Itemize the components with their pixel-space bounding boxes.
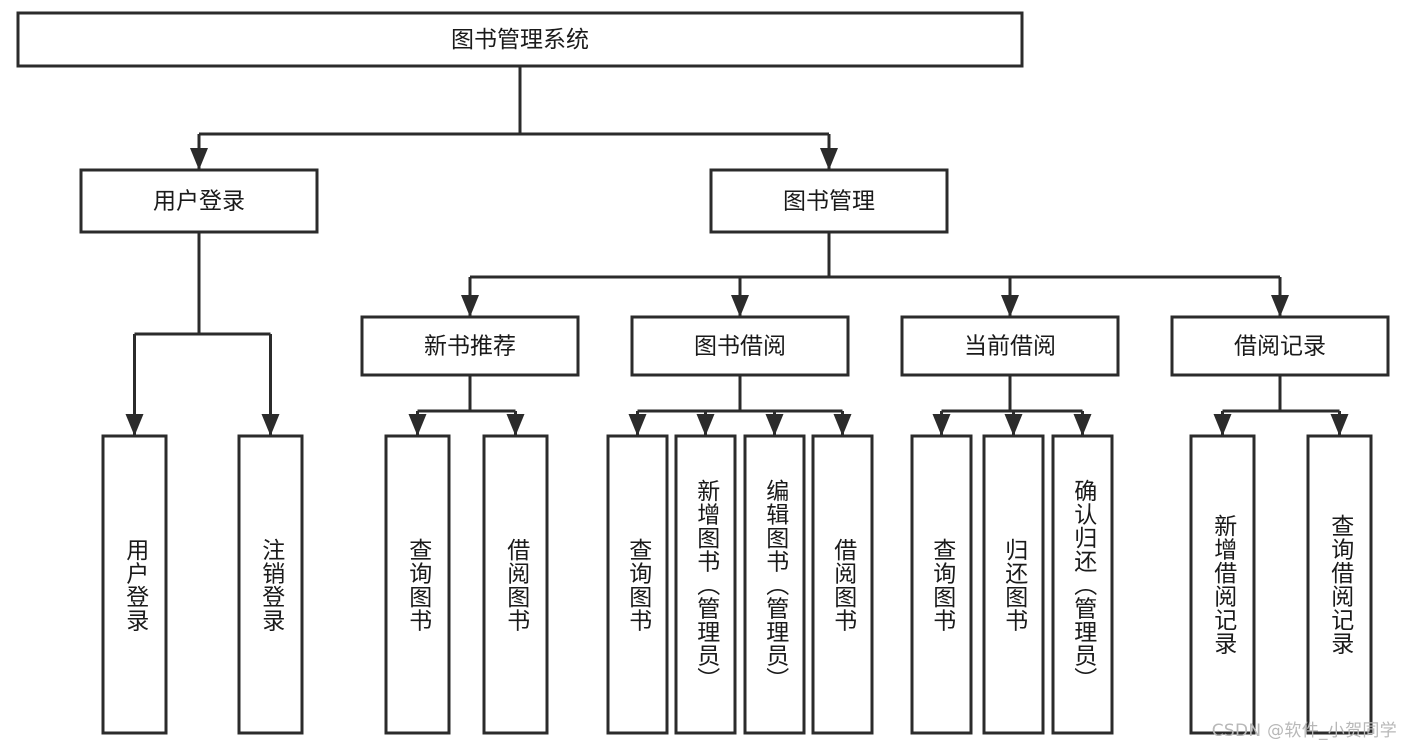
level3-label-0: 新书推荐 [424, 334, 516, 360]
root-box-0[interactable] [16, 11, 1024, 68]
arrow-to-child [1271, 295, 1289, 317]
arrow-to-child [820, 148, 838, 170]
leaf-box-5[interactable] [674, 434, 737, 735]
watermark-text: CSDN @软件_小贺同学 [1211, 721, 1397, 741]
arrow-to-child [1004, 414, 1023, 436]
leaf-box-7[interactable] [811, 434, 874, 735]
level3-box-3[interactable] [1170, 315, 1390, 377]
arrow-to-child [1330, 414, 1349, 436]
level3-label-3: 借阅记录 [1234, 334, 1326, 360]
arrow-to-child [461, 295, 479, 317]
arrow-to-child [506, 414, 525, 436]
leaf-box-4[interactable] [606, 434, 669, 735]
root-label-0: 图书管理系统 [451, 27, 589, 53]
arrow-to-child [696, 414, 715, 436]
arrow-to-child [261, 414, 280, 436]
arrow-to-child [1001, 295, 1019, 317]
level3-box-2[interactable] [900, 315, 1120, 377]
leaf-box-6[interactable] [743, 434, 806, 735]
level3-label-1: 图书借阅 [694, 334, 786, 360]
leaf-box-12[interactable] [1306, 434, 1373, 735]
level3-box-0[interactable] [360, 315, 580, 377]
level3-label-2: 当前借阅 [964, 334, 1056, 360]
connector-layer [125, 66, 1349, 436]
leaf-box-10[interactable] [1051, 434, 1114, 735]
leaf-box-0[interactable] [101, 434, 168, 735]
arrow-to-child [1073, 414, 1092, 436]
leaf-box-2[interactable] [384, 434, 451, 735]
arrow-to-child [408, 414, 427, 436]
arrow-to-child [765, 414, 784, 436]
level2-box-1[interactable] [709, 168, 949, 234]
arrow-to-child [628, 414, 647, 436]
arrow-to-child [833, 414, 852, 436]
arrow-to-child [125, 414, 144, 436]
level2-label-1: 图书管理 [783, 189, 875, 215]
leaf-box-8[interactable] [910, 434, 973, 735]
leaf-box-1[interactable] [237, 434, 304, 735]
leaf-box-11[interactable] [1189, 434, 1256, 735]
arrow-to-child [1213, 414, 1232, 436]
arrow-to-child [190, 148, 208, 170]
leaf-box-9[interactable] [982, 434, 1045, 735]
leaf-box-3[interactable] [482, 434, 549, 735]
level2-box-0[interactable] [79, 168, 319, 234]
arrow-to-child [932, 414, 951, 436]
level3-box-1[interactable] [630, 315, 850, 377]
level2-label-0: 用户登录 [153, 189, 245, 215]
arrow-to-child [731, 295, 749, 317]
box-layer [16, 11, 1390, 735]
